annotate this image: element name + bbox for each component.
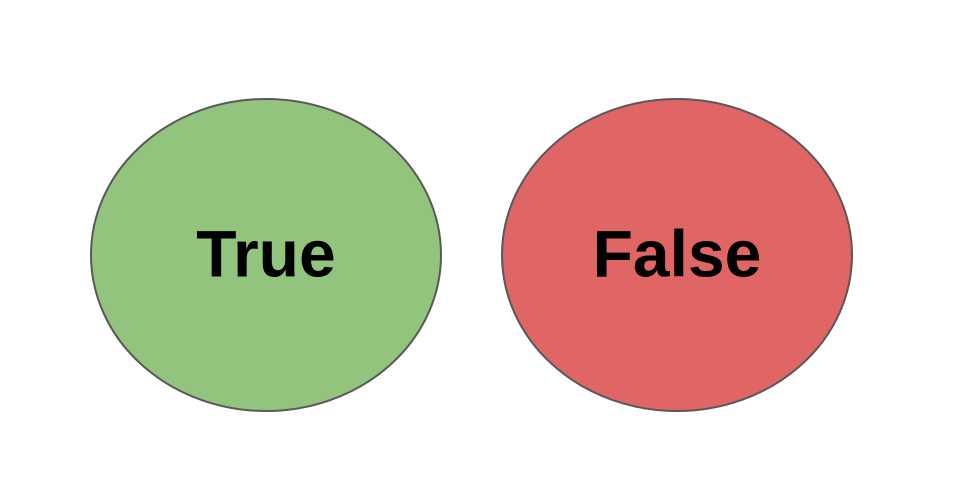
true-node: True [90, 98, 442, 412]
true-label: True [196, 216, 335, 290]
false-label: False [593, 216, 762, 290]
false-node: False [501, 98, 853, 412]
false-ellipse [501, 98, 853, 412]
true-ellipse [90, 98, 442, 412]
